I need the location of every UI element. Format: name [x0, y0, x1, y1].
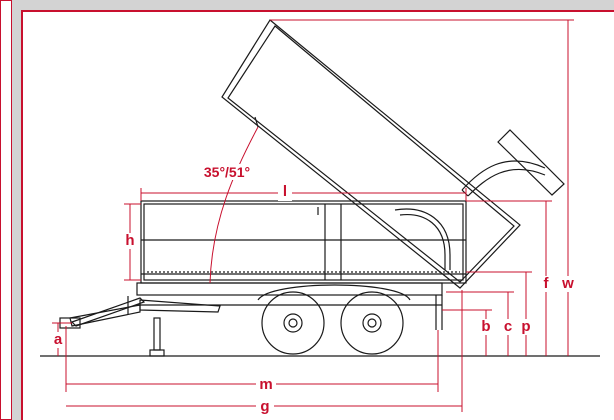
- support-jack: [149, 317, 165, 357]
- chassis: [59, 282, 443, 330]
- dim-label-p: p: [521, 318, 530, 335]
- dim-label-g: g: [260, 398, 269, 415]
- dim-label-l: l: [283, 183, 287, 200]
- angle-label: 35°/51°: [204, 164, 250, 180]
- dim-label-a: a: [54, 331, 63, 348]
- dim-label-f: f: [544, 275, 550, 292]
- wheel-rear: [340, 291, 404, 355]
- dim-label-c: c: [504, 318, 512, 335]
- raised-body: [221, 19, 521, 289]
- dim-label-h: h: [125, 232, 134, 249]
- dim-label-b: b: [481, 318, 490, 335]
- dim-label-w: w: [561, 275, 574, 292]
- dim-label-m: m: [259, 376, 272, 393]
- mudguard: [257, 284, 411, 301]
- angle-arc: [209, 126, 259, 284]
- labels: 35°/51° l h f w p c b a m g: [51, 164, 578, 415]
- body-box: [140, 200, 467, 284]
- wheel-front: [261, 291, 325, 355]
- rear-gate: [461, 129, 565, 197]
- dimension-lines: [52, 19, 574, 412]
